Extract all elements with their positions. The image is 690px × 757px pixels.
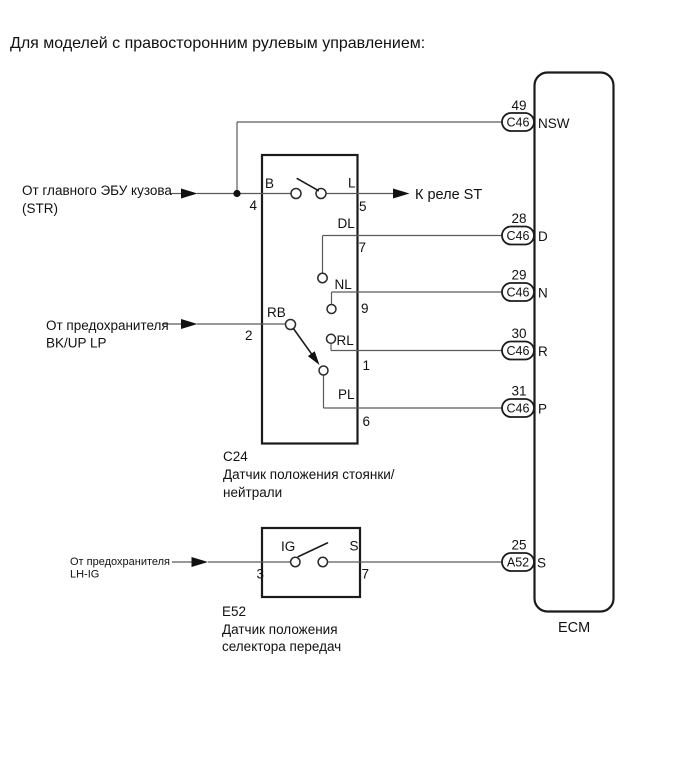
c24-pin-9: 9 xyxy=(361,301,369,316)
connector-name-p: C46 xyxy=(507,402,530,416)
c24-terminal-dl: DL xyxy=(338,216,356,231)
label-from-body-ecu-line2: (STR) xyxy=(22,201,58,216)
connector-name-nsw: C46 xyxy=(507,116,530,130)
ecm-pin-number-25: 25 xyxy=(511,538,526,553)
c24-switch-box xyxy=(260,153,359,445)
label-from-lhig-fuse-line2: LH-IG xyxy=(70,569,99,581)
connector-oval-d xyxy=(501,225,535,246)
e52-pin-3: 3 xyxy=(257,567,265,582)
c24-pin-4: 4 xyxy=(250,198,258,213)
e52-description-line1: Датчик положения xyxy=(222,622,338,637)
c24-contact-b xyxy=(290,187,302,200)
c24-pin-5: 5 xyxy=(359,199,367,214)
ecm-pin-number-29: 29 xyxy=(511,268,526,283)
ecm-pin-number-28: 28 xyxy=(511,211,526,226)
arrow-from-lhig-fuse-icon xyxy=(191,557,208,567)
ecm-terminal-nsw: NSW xyxy=(538,116,570,131)
c24-code: C24 xyxy=(223,449,248,464)
e52-pin-7: 7 xyxy=(362,567,370,582)
label-from-bkup-fuse-line1: От предохранителя xyxy=(46,318,169,333)
connector-oval-p xyxy=(501,398,535,418)
c24-pin-7: 7 xyxy=(359,240,367,255)
e52-switch-arm xyxy=(297,542,329,558)
ecm-box xyxy=(533,71,615,613)
ecm-terminal-p: P xyxy=(538,402,547,417)
ecm-pin-number-31: 31 xyxy=(511,384,526,399)
c24-contact-dl xyxy=(317,272,328,284)
e52-contact-ig xyxy=(289,556,301,568)
e52-terminal-ig: IG xyxy=(281,539,295,554)
connector-name-s: A52 xyxy=(507,556,529,570)
connector-oval-s xyxy=(501,552,535,572)
ecm-terminal-d: D xyxy=(538,229,548,244)
ecm-pin-number-49: 49 xyxy=(511,98,526,113)
connector-oval-nsw xyxy=(501,112,535,132)
connector-name-n: C46 xyxy=(507,286,530,300)
c24-description-line1: Датчик положения стоянки/ xyxy=(223,467,395,482)
connector-oval-r xyxy=(501,340,535,361)
ecm-terminal-n: N xyxy=(538,286,548,301)
ecm-label: ECM xyxy=(558,620,590,636)
c24-terminal-pl: PL xyxy=(338,387,355,402)
c24-description-line2: нейтрали xyxy=(223,485,282,500)
c24-bl-switch-arm xyxy=(296,177,320,192)
e52-terminal-s: S xyxy=(350,539,359,554)
junction-dot xyxy=(233,189,241,198)
arrow-from-bkup-fuse-icon xyxy=(181,319,198,329)
page-title: Для моделей с правосторонним рулевым упр… xyxy=(10,35,425,52)
e52-contact-s xyxy=(317,556,329,568)
c24-terminal-nl: NL xyxy=(335,277,353,292)
c24-contact-rb-pivot xyxy=(284,318,297,331)
c24-selector-arm xyxy=(292,327,313,355)
c24-pin-1: 1 xyxy=(363,358,371,373)
c24-terminal-rl: RL xyxy=(337,333,355,348)
label-to-st-relay: К реле ST xyxy=(415,187,482,203)
c24-contact-pl xyxy=(318,365,329,376)
c24-pin-2: 2 xyxy=(245,328,253,343)
c24-terminal-rb: RB xyxy=(267,305,286,320)
connector-name-r: C46 xyxy=(507,344,530,358)
e52-description-line2: селектора передач xyxy=(222,639,341,654)
c24-terminal-l: L xyxy=(348,176,356,191)
connector-oval-n xyxy=(501,282,535,302)
ecm-pin-number-30: 30 xyxy=(511,326,526,341)
c24-contact-rl xyxy=(325,333,337,345)
c24-terminal-b: B xyxy=(265,176,274,191)
label-from-bkup-fuse-line2: BK/UP LP xyxy=(46,336,107,351)
arrow-from-body-ecu-icon xyxy=(181,188,198,199)
ecm-terminal-s: S xyxy=(537,556,546,571)
ecm-terminal-r: R xyxy=(538,344,548,359)
label-from-body-ecu-line1: От главного ЭБУ кузова xyxy=(22,183,172,198)
label-from-lhig-fuse-line1: От предохранителя xyxy=(70,556,170,568)
connector-name-d: C46 xyxy=(507,229,530,243)
selector-arm-arrowhead-icon xyxy=(307,351,320,365)
c24-contact-nl xyxy=(326,303,337,315)
e52-code: E52 xyxy=(222,604,246,619)
arrow-to-st-relay-icon xyxy=(393,188,410,199)
c24-pin-6: 6 xyxy=(363,414,371,429)
